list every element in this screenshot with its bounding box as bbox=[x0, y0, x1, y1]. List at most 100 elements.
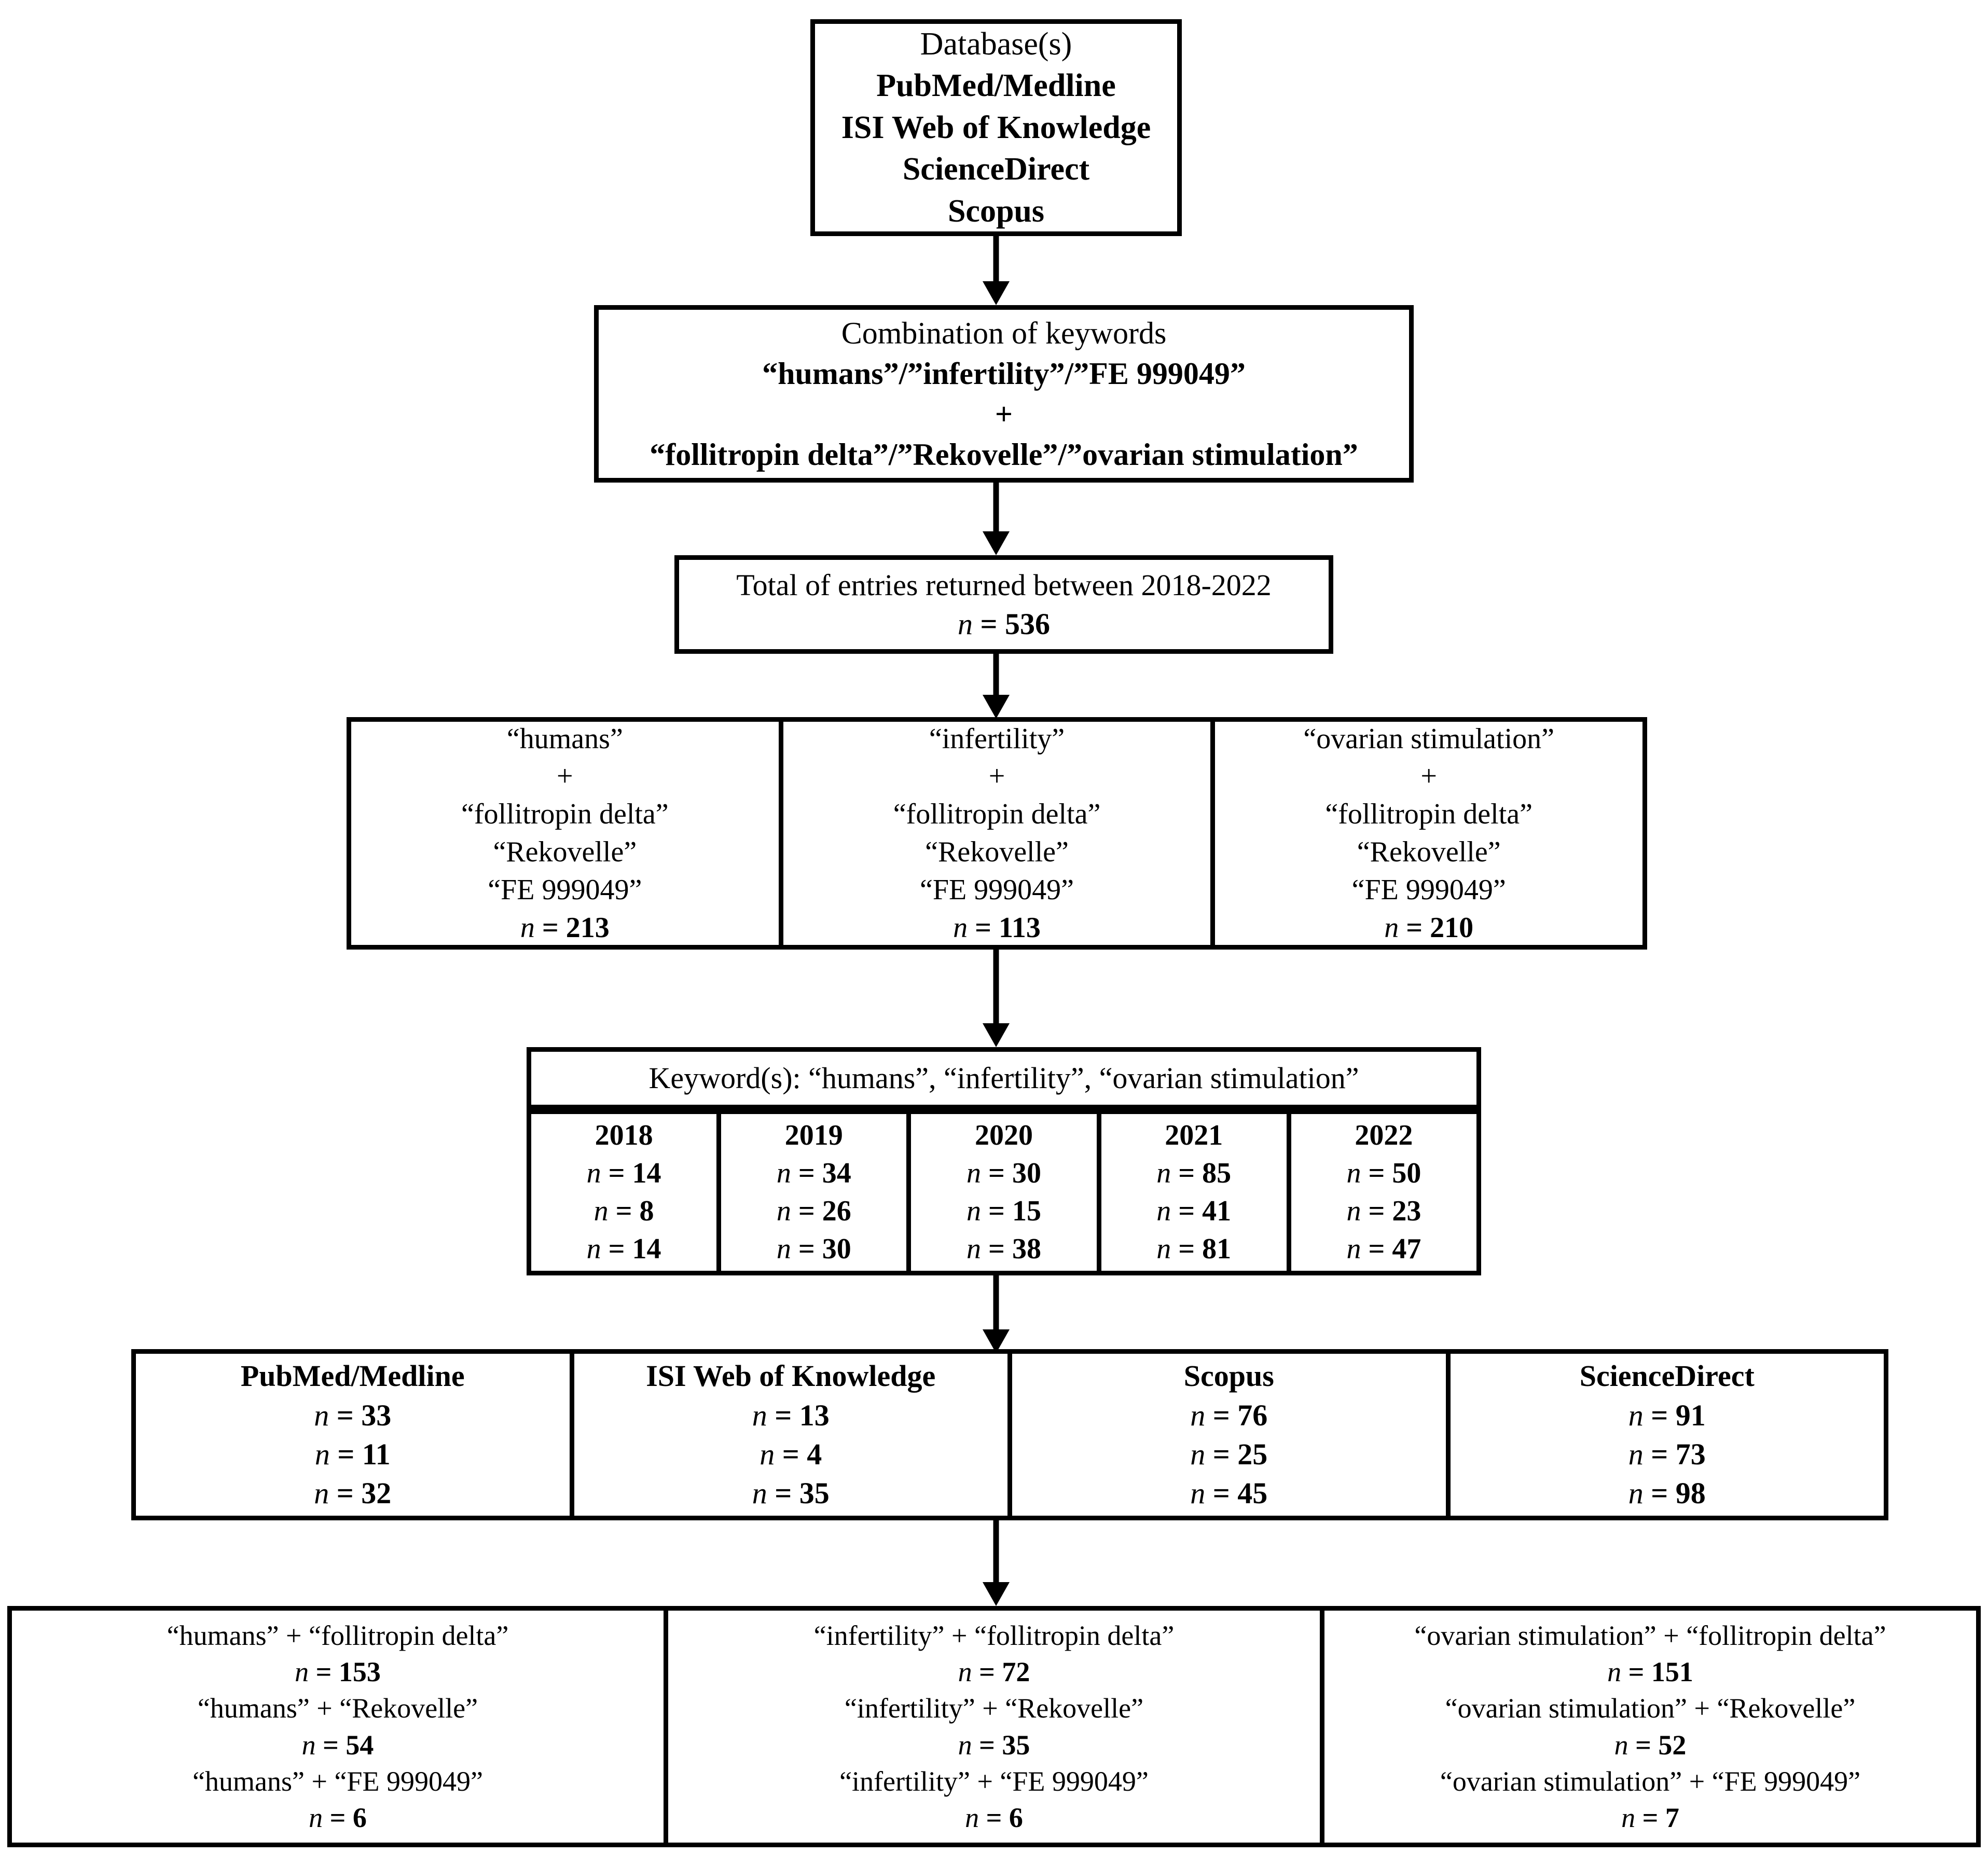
database-item-pubmed: PubMed/Medline bbox=[876, 68, 1116, 104]
keyword-pair-count-3: n = 6 bbox=[965, 1802, 1023, 1833]
year-count-row-1: n = 50 bbox=[1346, 1157, 1421, 1190]
database-count-row-1: n = 91 bbox=[1628, 1398, 1706, 1432]
year-table-header-label: Keyword(s): “humans”, “infertility”, “ov… bbox=[648, 1061, 1359, 1095]
keyword-combination-line-2: “follitropin delta”/”Rekovelle”/”ovarian… bbox=[650, 437, 1358, 472]
database-count-row-3: n = 98 bbox=[1628, 1476, 1706, 1510]
arrow-keywords-to-total bbox=[981, 483, 1012, 555]
year-column-2018: 2018 n = 14 n = 8 n = 14 bbox=[531, 1114, 716, 1271]
keyword-pair-label-3: “ovarian stimulation” + “FE 999049” bbox=[1440, 1765, 1861, 1797]
year-count-row-3: n = 81 bbox=[1156, 1232, 1232, 1265]
triple-keyword-plus: + bbox=[557, 760, 573, 793]
database-column-isi-web-of-knowledge: ISI Web of Knowledge n = 13 n = 4 n = 35 bbox=[569, 1354, 1008, 1516]
keyword-pair-count-1: n = 153 bbox=[295, 1656, 381, 1688]
triple-keyword-row: “humans” + “follitropin delta” “Rekovell… bbox=[347, 717, 1647, 950]
database-count-row-1: n = 76 bbox=[1190, 1398, 1268, 1432]
triple-keyword-subterm-3: “FE 999049” bbox=[1351, 873, 1506, 906]
keyword-combination-plus: + bbox=[995, 397, 1013, 431]
total-entries-heading: Total of entries returned between 2018-2… bbox=[736, 568, 1272, 602]
year-table-body: 2018 n = 14 n = 8 n = 14 2019 n = 34 n =… bbox=[527, 1109, 1481, 1275]
year-label: 2019 bbox=[784, 1119, 843, 1152]
total-entries-count: n = 536 bbox=[957, 607, 1051, 641]
database-item-isi: ISI Web of Knowledge bbox=[841, 109, 1151, 145]
arrow-database-row-to-bottom-row bbox=[981, 1520, 1012, 1606]
year-count-row-1: n = 14 bbox=[586, 1157, 661, 1190]
triple-keyword-count: n = 210 bbox=[1384, 911, 1474, 944]
keyword-combination-box: Combination of keywords “humans”/”infert… bbox=[594, 305, 1414, 483]
keyword-pair-label-1: “ovarian stimulation” + “follitropin del… bbox=[1414, 1619, 1886, 1651]
database-count-row: PubMed/Medline n = 33 n = 11 n = 32 ISI … bbox=[131, 1349, 1888, 1520]
year-count-row-1: n = 34 bbox=[776, 1157, 851, 1190]
year-label: 2022 bbox=[1355, 1119, 1413, 1152]
keyword-pair-label-3: “humans” + “FE 999049” bbox=[192, 1765, 483, 1797]
year-count-row-1: n = 30 bbox=[967, 1157, 1041, 1190]
database-name: ISI Web of Knowledge bbox=[646, 1359, 936, 1393]
database-count-row-1: n = 13 bbox=[752, 1398, 830, 1432]
triple-keyword-count: n = 213 bbox=[520, 911, 610, 944]
keyword-pair-label-2: “ovarian stimulation” + “Rekovelle” bbox=[1445, 1693, 1856, 1724]
keyword-pair-label-2: “infertility” + “Rekovelle” bbox=[844, 1693, 1144, 1724]
database-column-pubmed: PubMed/Medline n = 33 n = 11 n = 32 bbox=[136, 1354, 570, 1516]
keyword-pair-label-2: “humans” + “Rekovelle” bbox=[197, 1693, 478, 1724]
triple-keyword-plus: + bbox=[988, 760, 1005, 793]
year-count-row-3: n = 30 bbox=[776, 1232, 851, 1265]
arrow-total-to-triple-row bbox=[981, 654, 1012, 719]
database-count-row-3: n = 32 bbox=[314, 1476, 392, 1510]
year-count-row-2: n = 15 bbox=[967, 1195, 1041, 1227]
keyword-pair-column-infertility: “infertility” + “follitropin delta” n = … bbox=[664, 1611, 1320, 1843]
triple-keyword-term: “humans” bbox=[506, 722, 623, 755]
year-label: 2020 bbox=[975, 1119, 1033, 1152]
year-column-2019: 2019 n = 34 n = 26 n = 30 bbox=[716, 1114, 906, 1271]
database-column-scopus: Scopus n = 76 n = 25 n = 45 bbox=[1007, 1354, 1446, 1516]
year-label: 2018 bbox=[595, 1119, 653, 1152]
year-count-row-3: n = 14 bbox=[586, 1232, 661, 1265]
database-count-row-3: n = 35 bbox=[752, 1476, 830, 1510]
triple-keyword-term: “infertility” bbox=[929, 722, 1065, 755]
keyword-pair-count-3: n = 6 bbox=[309, 1802, 367, 1833]
triple-keyword-subterm-2: “Rekovelle” bbox=[493, 836, 637, 868]
databases-heading: Database(s) bbox=[920, 26, 1072, 62]
keyword-pair-column-ovarian-stimulation: “ovarian stimulation” + “follitropin del… bbox=[1320, 1611, 1976, 1843]
year-count-row-2: n = 26 bbox=[776, 1195, 851, 1227]
triple-keyword-subterm-2: “Rekovelle” bbox=[1357, 836, 1501, 868]
keyword-pair-count-1: n = 72 bbox=[958, 1656, 1030, 1688]
triple-keyword-subterm-3: “FE 999049” bbox=[919, 873, 1074, 906]
keyword-pair-label-1: “humans” + “follitropin delta” bbox=[167, 1619, 509, 1651]
year-count-row-2: n = 41 bbox=[1156, 1195, 1232, 1227]
keyword-pair-result-row: “humans” + “follitropin delta” n = 153 “… bbox=[7, 1606, 1981, 1847]
triple-keyword-column-ovarian-stimulation: “ovarian stimulation” + “follitropin del… bbox=[1210, 722, 1642, 945]
database-item-sciencedirect: ScienceDirect bbox=[902, 152, 1090, 187]
year-table-header: Keyword(s): “humans”, “infertility”, “ov… bbox=[527, 1047, 1481, 1109]
database-column-sciencedirect: ScienceDirect n = 91 n = 73 n = 98 bbox=[1445, 1354, 1884, 1516]
year-column-2021: 2021 n = 85 n = 41 n = 81 bbox=[1096, 1114, 1287, 1271]
database-count-row-3: n = 45 bbox=[1190, 1476, 1268, 1510]
arrow-triple-row-to-year-table bbox=[981, 950, 1012, 1047]
year-label: 2021 bbox=[1165, 1119, 1223, 1152]
database-count-row-2: n = 11 bbox=[314, 1437, 391, 1471]
database-name: Scopus bbox=[1183, 1359, 1274, 1393]
year-count-row-2: n = 23 bbox=[1346, 1195, 1421, 1227]
year-count-row-1: n = 85 bbox=[1156, 1157, 1232, 1190]
arrow-year-table-to-database-row bbox=[981, 1275, 1012, 1353]
keyword-pair-label-1: “infertility” + “follitropin delta” bbox=[813, 1619, 1175, 1651]
keyword-pair-count-2: n = 35 bbox=[958, 1729, 1030, 1761]
keyword-combination-heading: Combination of keywords bbox=[841, 316, 1167, 350]
triple-keyword-count: n = 113 bbox=[953, 911, 1041, 944]
year-count-row-2: n = 8 bbox=[593, 1195, 654, 1227]
database-count-row-2: n = 73 bbox=[1628, 1437, 1706, 1471]
keyword-pair-count-2: n = 52 bbox=[1614, 1729, 1687, 1761]
database-item-scopus: Scopus bbox=[947, 193, 1045, 229]
triple-keyword-subterm-2: “Rekovelle” bbox=[925, 836, 1069, 868]
triple-keyword-term: “ovarian stimulation” bbox=[1303, 722, 1554, 755]
triple-keyword-column-humans: “humans” + “follitropin delta” “Rekovell… bbox=[351, 722, 779, 945]
triple-keyword-subterm-1: “follitropin delta” bbox=[1325, 798, 1533, 831]
total-entries-box: Total of entries returned between 2018-2… bbox=[674, 555, 1333, 654]
database-name: PubMed/Medline bbox=[240, 1359, 465, 1393]
arrow-databases-to-keywords bbox=[981, 236, 1012, 305]
database-count-row-2: n = 4 bbox=[760, 1437, 822, 1471]
databases-box: Database(s) PubMed/Medline ISI Web of Kn… bbox=[810, 19, 1182, 236]
database-count-row-1: n = 33 bbox=[314, 1398, 392, 1432]
triple-keyword-subterm-1: “follitropin delta” bbox=[893, 798, 1101, 831]
database-name: ScienceDirect bbox=[1579, 1359, 1755, 1393]
keyword-combination-line-1: “humans”/”infertility”/”FE 999049” bbox=[762, 356, 1246, 391]
keyword-pair-count-3: n = 7 bbox=[1621, 1802, 1679, 1833]
